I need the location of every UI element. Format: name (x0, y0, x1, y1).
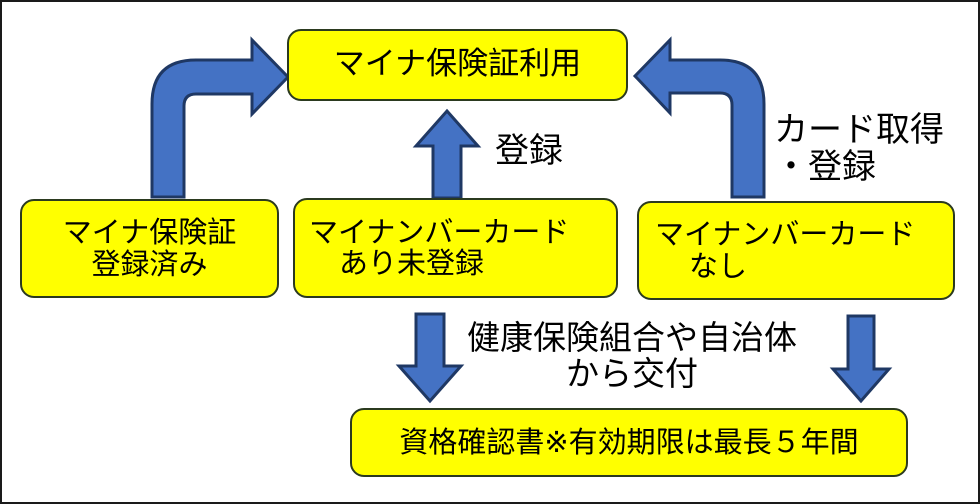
center-down-arrow (395, 311, 465, 404)
node-insurance-card-registered[interactable]: マイナ保険証 登録済み (20, 199, 279, 298)
node-mynumber-insurance-use[interactable]: マイナ保険証利用 (287, 29, 628, 101)
node-no-card-line-2: なし (689, 248, 748, 283)
node-qualification-certificate[interactable]: 資格確認書※有効期限は最長５年間 (350, 408, 908, 477)
edge-label-card-acquire-line-2: ・登録 (774, 147, 876, 188)
node-top-line-1: マイナ保険証利用 (333, 46, 582, 83)
edge-label-card-acquire-line-1: カード取得 (774, 110, 944, 150)
node-registered-line-1: マイナ保険証 (62, 214, 237, 249)
edge-label-card-acquire: カード取得 ・登録 (774, 110, 944, 188)
center-up-arrow (412, 108, 482, 200)
node-has-card-unregistered[interactable]: マイナンバーカード あり未登録 (293, 198, 618, 298)
node-certificate-line-1: 資格確認書※有効期限は最長５年間 (399, 424, 859, 459)
edge-label-issue: 健康保険組合や自治体 から交付 (457, 318, 807, 394)
node-card-unreg-line-2: あり未登録 (339, 246, 485, 280)
edge-label-issue-line-2: から交付 (566, 354, 698, 394)
edge-label-register: 登録 (495, 131, 563, 171)
right-down-arrow (829, 313, 893, 404)
right-bent-arrow (630, 34, 772, 206)
edge-label-issue-line-1: 健康保険組合や自治体 (467, 318, 797, 357)
node-no-mynumber-card[interactable]: マイナンバーカード なし (637, 201, 955, 300)
node-no-card-line-1: マイナンバーカード (655, 217, 916, 252)
left-bent-arrow (142, 32, 292, 207)
node-card-unreg-line-1: マイナンバーカード (309, 214, 570, 249)
node-registered-line-2: 登録済み (91, 247, 208, 281)
